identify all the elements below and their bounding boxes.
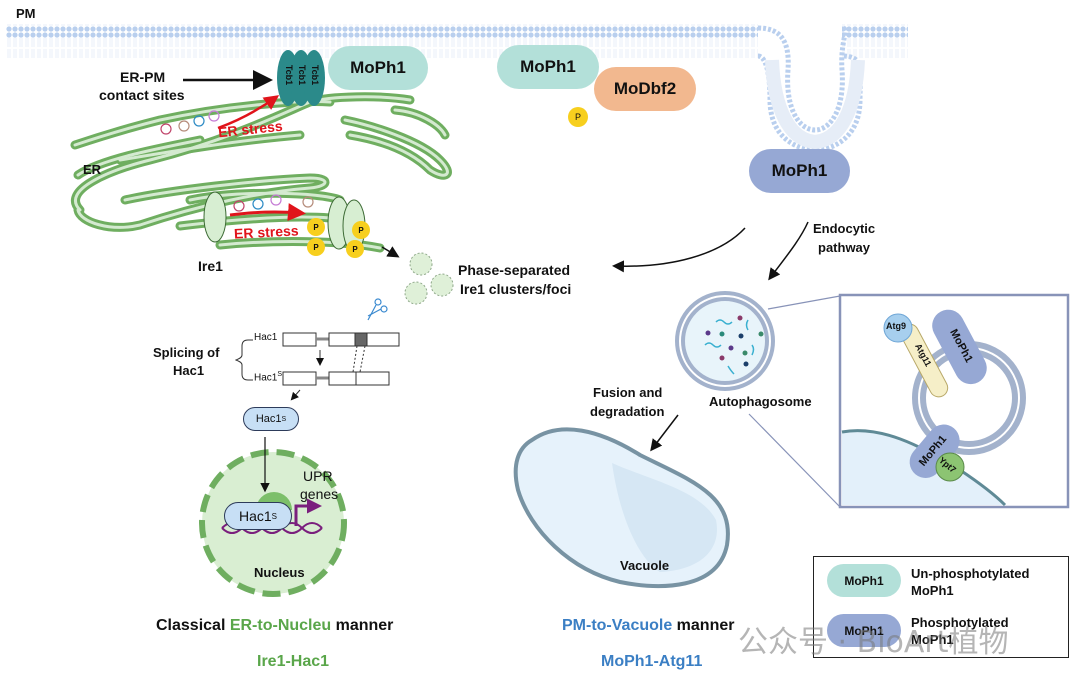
- endocytic-label-1: Endocytic: [813, 221, 876, 236]
- tcb1-cluster: [277, 50, 325, 106]
- legend-label-phospho-1: Phosphotylated: [911, 615, 1009, 630]
- legend-label-phospho-2: MoPh1: [911, 632, 954, 647]
- nucleus-label: Nucleus: [254, 565, 305, 580]
- atg9-label: Atg9: [886, 321, 906, 331]
- legend-label-unphospho-2: MoPh1: [911, 583, 954, 598]
- caption-left-highlight: ER-to-Nucleu: [229, 617, 332, 634]
- caption-right-sub: MoPh1-Atg11: [601, 653, 703, 670]
- hac1s-label-sup: S: [277, 371, 283, 378]
- endocytic-arrow: [768, 221, 809, 281]
- vacuole-label: Vacuole: [620, 558, 670, 573]
- vacuole: [513, 427, 730, 589]
- caption-left-prefix: Classical: [156, 617, 230, 634]
- endocytic-to-foci-arrow: [612, 227, 746, 273]
- inset-ypt7: [935, 452, 965, 482]
- hac1-label: Hac1: [254, 332, 278, 343]
- inset-moph1-top: [932, 309, 987, 385]
- er-pm-label-2: contact sites: [99, 87, 185, 103]
- fusion-label-2: degradation: [590, 404, 665, 419]
- tcb1-label-1: Tcb1: [284, 64, 295, 86]
- moph1-er-pm: MoPh1: [328, 46, 428, 90]
- phase-separated-label-1: Phase-separated: [458, 262, 571, 278]
- endocytic-label-2: pathway: [818, 240, 871, 255]
- er-label: ER: [83, 162, 102, 177]
- upr-label-2: genes: [300, 486, 339, 502]
- autophagosome: [675, 291, 775, 391]
- upr-label-1: UPR: [303, 468, 333, 484]
- modbf2: MoDbf2: [594, 67, 696, 111]
- er-stress-arrow-top: [217, 95, 280, 130]
- er-pm-label-1: ER-PM: [120, 69, 166, 85]
- splicing-label-1: Splicing of: [153, 345, 220, 360]
- pm-label: PM: [16, 6, 36, 21]
- ire1-foci: [404, 252, 454, 305]
- inset-moph1-bottom: [909, 424, 960, 478]
- autophagosome-label: Autophagosome: [709, 394, 812, 409]
- foci-arrow: [381, 246, 400, 258]
- phosphate-1: P: [307, 218, 325, 236]
- hac1s-nuclear-text: Hac1: [238, 508, 272, 524]
- legend-box: MoPh1 Un-phosphotylated MoPh1 MoPh1 Phos…: [813, 556, 1069, 658]
- splicing-label-2: Hac1: [173, 363, 205, 378]
- tcb1-label-3: Tcb1: [310, 64, 321, 86]
- legend-chip-unphospho: MoPh1: [827, 564, 901, 597]
- er-stress-label-bottom: ER stress: [233, 222, 299, 242]
- hac1s-label-text: Hac1: [254, 372, 278, 384]
- legend-chip-phospho: MoPh1: [827, 614, 901, 647]
- ire1-label: Ire1: [198, 258, 223, 274]
- caption-left: Classical ER-to-Nucleu manner: [156, 617, 393, 635]
- watermark: 公众号 · BioArt植物: [738, 625, 1009, 660]
- hac1s-protein-text: Hac1: [255, 413, 282, 425]
- hac1s-label: Hac1S: [254, 371, 282, 383]
- hac1s-protein-sup: S: [281, 415, 287, 423]
- moph1-endocytic: MoPh1: [749, 149, 850, 193]
- misfolded-proteins-top: [160, 110, 220, 135]
- hac1-splicing-diagram: [234, 332, 400, 401]
- fusion-label-1: Fusion and: [593, 385, 663, 400]
- phosphate-2: P: [307, 238, 325, 256]
- phosphate-3: P: [352, 221, 370, 239]
- scissors-icon: [367, 298, 388, 321]
- caption-left-sub: Ire1-Hac1: [257, 653, 330, 670]
- misfolded-proteins-bottom: [233, 194, 314, 212]
- caption-right: PM-to-Vacuole manner: [562, 617, 734, 635]
- caption-right-highlight: PM-to-Vacuole: [562, 617, 673, 634]
- er-stress-arrow-bottom: [229, 203, 306, 222]
- hac1s-nuclear-sup: S: [271, 511, 278, 521]
- moph1-pm: MoPh1: [497, 45, 599, 89]
- phase-separated-label-2: Ire1 clusters/foci: [460, 281, 572, 297]
- caption-right-suffix: manner: [672, 617, 735, 634]
- inset-atg9: [883, 313, 913, 343]
- legend-label-unphospho-1: Un-phosphotylated: [911, 566, 1030, 581]
- caption-left-suffix: manner: [331, 617, 394, 634]
- phosphate-modbf2: P: [568, 107, 588, 127]
- tcb1-label-2: Tcb1: [297, 64, 308, 86]
- ire1-monomer: [203, 191, 227, 243]
- fusion-arrow: [650, 414, 679, 452]
- phosphate-4: P: [346, 240, 364, 258]
